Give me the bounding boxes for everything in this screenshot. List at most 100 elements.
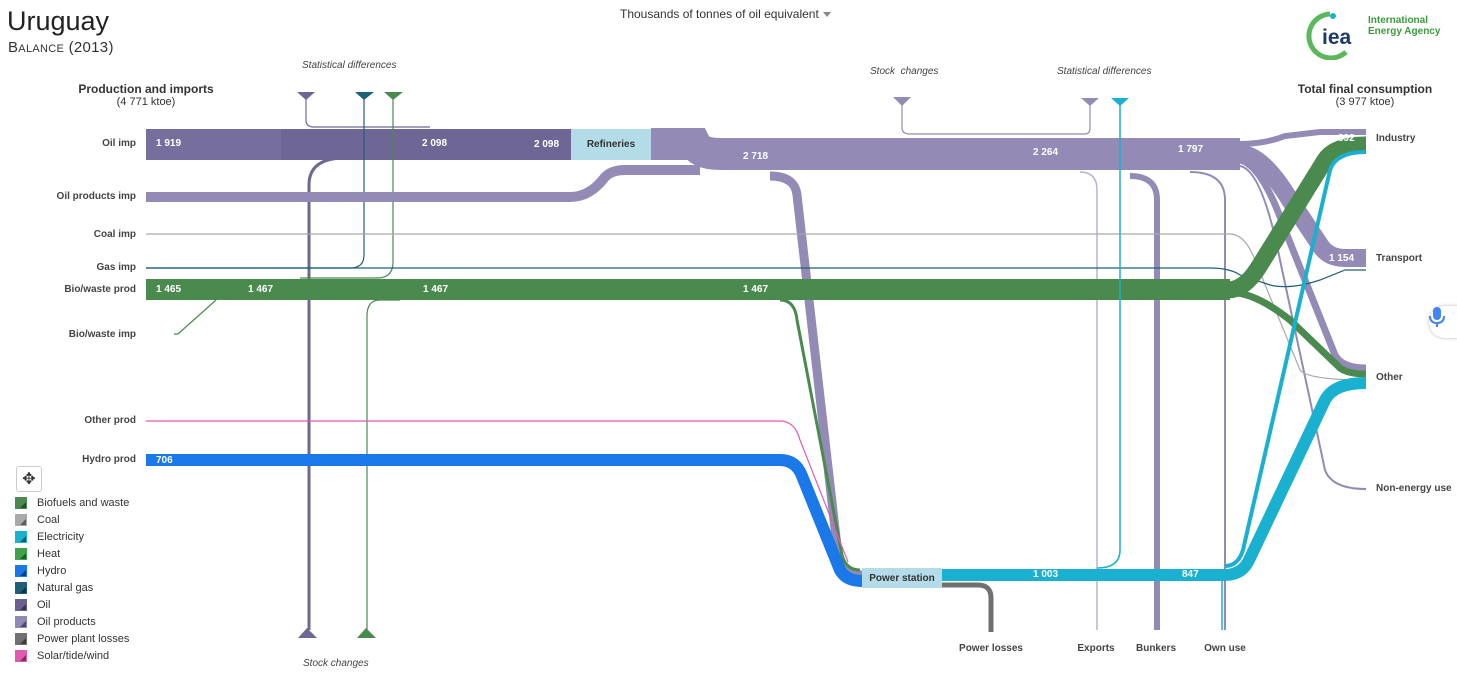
refineries-node-bg[interactable] bbox=[571, 129, 651, 160]
legend-item[interactable]: Heat bbox=[15, 545, 129, 562]
microphone-icon[interactable] bbox=[1429, 306, 1457, 338]
flow-oil-products-own-use[interactable] bbox=[1189, 171, 1226, 630]
flow-gas-imp[interactable] bbox=[146, 267, 1366, 288]
flow-coal-imp[interactable] bbox=[146, 233, 1367, 381]
flow-bio-imp[interactable] bbox=[174, 299, 217, 335]
legend-item[interactable]: Hydro bbox=[15, 562, 129, 579]
balance-subtitle: Balance (2013) bbox=[8, 39, 114, 56]
stat-diff-gas-marker[interactable] bbox=[355, 92, 374, 100]
legend-swatch bbox=[15, 615, 27, 628]
flow-oil-stock-change[interactable] bbox=[307, 156, 346, 630]
flow-value-elec-1003: 1 003 bbox=[1033, 569, 1059, 580]
flow-value-oil-b: 2 098 bbox=[534, 139, 560, 150]
stat-diff-oil-marker[interactable] bbox=[297, 92, 315, 100]
legend-swatch bbox=[15, 496, 27, 509]
source-label-oil-imp[interactable]: Oil imp bbox=[102, 138, 136, 149]
flow-electricity-industry[interactable] bbox=[1224, 150, 1367, 568]
source-label-bio-prod[interactable]: Bio/waste prod bbox=[64, 284, 136, 295]
dest-label-other[interactable]: Other bbox=[1376, 372, 1403, 383]
flow-oil-products-industry[interactable] bbox=[1239, 129, 1366, 147]
legend-item[interactable]: Power plant losses bbox=[15, 630, 129, 647]
dest-label-non-energy-use[interactable]: Non-energy use bbox=[1376, 483, 1452, 494]
source-label-coal-imp[interactable]: Coal imp bbox=[93, 229, 136, 240]
stock-changes-top-label: Stock changes bbox=[870, 66, 939, 77]
legend-item[interactable]: Coal bbox=[15, 511, 129, 528]
flow-bio-industry[interactable] bbox=[1227, 136, 1367, 299]
source-label-other-prod[interactable]: Other prod bbox=[84, 415, 136, 426]
flow-electricity-main[interactable] bbox=[942, 377, 1367, 581]
stat-diff-elec-marker[interactable] bbox=[1111, 98, 1129, 106]
flow-value-industry: 892 bbox=[1338, 133, 1355, 144]
flow-hydro-prod[interactable] bbox=[146, 454, 863, 587]
flow-bio-other[interactable] bbox=[1227, 288, 1367, 378]
source-label-bio-imp[interactable]: Bio/waste imp bbox=[68, 329, 136, 340]
legend-label: Oil products bbox=[37, 615, 96, 628]
legend-swatch bbox=[15, 530, 27, 543]
flow-bio-stock-change[interactable] bbox=[366, 299, 400, 630]
legend-item[interactable]: Oil bbox=[15, 596, 129, 613]
legend-swatch bbox=[15, 547, 27, 560]
legend-label: Oil bbox=[37, 598, 51, 611]
flow-value-transport: 1 154 bbox=[1329, 253, 1355, 264]
flow-power-losses[interactable] bbox=[942, 582, 994, 632]
legend-item[interactable]: Electricity bbox=[15, 528, 129, 545]
left-column-total: (4 771 ktoe) bbox=[116, 96, 176, 108]
flow-value-elec-847: 847 bbox=[1182, 569, 1199, 580]
legend-item[interactable]: Oil products bbox=[15, 613, 129, 630]
legend-label: Heat bbox=[37, 547, 61, 560]
stock-change-oil-marker[interactable] bbox=[298, 628, 317, 638]
flow-value-oilprod-2718: 2 718 bbox=[743, 151, 769, 162]
flow-bio-stat-diff[interactable] bbox=[300, 97, 394, 279]
microphone-glyph bbox=[1429, 307, 1445, 327]
stock-change-top-marker[interactable] bbox=[893, 97, 911, 106]
flow-oil-products-bunkers[interactable] bbox=[1129, 173, 1160, 630]
flow-value-bio-1465: 1 465 bbox=[156, 284, 182, 295]
legend-swatch bbox=[15, 598, 27, 611]
flow-bio-to-power[interactable] bbox=[779, 298, 861, 572]
legend-item[interactable]: Solar/tide/wind bbox=[15, 647, 129, 664]
power-station-node-bg[interactable] bbox=[862, 568, 942, 588]
flow-gas-stat-diff[interactable] bbox=[146, 97, 365, 269]
legend-label: Coal bbox=[37, 513, 60, 526]
dest-label-transport[interactable]: Transport bbox=[1376, 253, 1423, 264]
sink-label-bunkers[interactable]: Bunkers bbox=[1135, 643, 1176, 654]
stat-diff-bio-marker[interactable] bbox=[384, 92, 403, 100]
flow-oil-products-transport[interactable] bbox=[1239, 145, 1366, 267]
stat-diff-right-label: Statistical differences bbox=[1057, 66, 1152, 77]
flow-other-prod[interactable] bbox=[146, 420, 849, 563]
flow-oil-products-main[interactable] bbox=[651, 128, 1240, 170]
legend-swatch bbox=[15, 632, 27, 645]
source-label-hydro-prod[interactable]: Hydro prod bbox=[82, 454, 136, 465]
flow-oil-products-stock[interactable] bbox=[901, 103, 1091, 135]
legend-label: Solar/tide/wind bbox=[37, 649, 110, 662]
legend-swatch bbox=[15, 513, 27, 526]
dest-label-industry[interactable]: Industry bbox=[1376, 133, 1416, 144]
refineries-node[interactable]: Refineries bbox=[586, 139, 636, 150]
sink-label-own-use[interactable]: Own use bbox=[1204, 643, 1246, 654]
iea-logo-line1: International bbox=[1368, 15, 1429, 26]
flow-value-oilprod-2264: 2 264 bbox=[1033, 147, 1059, 158]
country-title: Uruguay bbox=[7, 6, 110, 36]
flow-oil-products-imp[interactable] bbox=[146, 165, 700, 202]
flow-oil-stat-diff[interactable] bbox=[305, 97, 430, 128]
legend-item[interactable]: Natural gas bbox=[15, 579, 129, 596]
power-station-node[interactable]: Power station bbox=[869, 572, 935, 584]
legend-item[interactable]: Biofuels and waste bbox=[15, 494, 129, 511]
flow-oil-products-exports[interactable] bbox=[1079, 171, 1098, 630]
flow-oil-products-nonenergy[interactable] bbox=[1239, 165, 1367, 490]
flow-value-bio-c: 1 467 bbox=[743, 284, 769, 295]
source-label-oil-products-imp[interactable]: Oil products imp bbox=[56, 191, 136, 202]
flow-bio-prod[interactable] bbox=[146, 279, 1230, 300]
move-icon[interactable]: ✥ bbox=[16, 466, 42, 492]
sink-label-exports[interactable]: Exports bbox=[1077, 643, 1115, 654]
sink-label-power-losses[interactable]: Power losses bbox=[959, 643, 1023, 654]
source-label-gas-imp[interactable]: Gas imp bbox=[96, 262, 136, 273]
flow-electricity-exports[interactable] bbox=[1096, 104, 1121, 569]
unit-selector[interactable]: Thousands of tonnes of oil equivalent bbox=[620, 7, 831, 21]
flow-value-oilprod-1797: 1 797 bbox=[1178, 144, 1204, 155]
stat-diff-oilprod-marker[interactable] bbox=[1081, 98, 1099, 106]
legend-label: Power plant losses bbox=[37, 632, 130, 645]
iea-logo[interactable]: iea International Energy Agency bbox=[1300, 8, 1450, 60]
stock-change-bio-marker[interactable] bbox=[357, 628, 376, 638]
